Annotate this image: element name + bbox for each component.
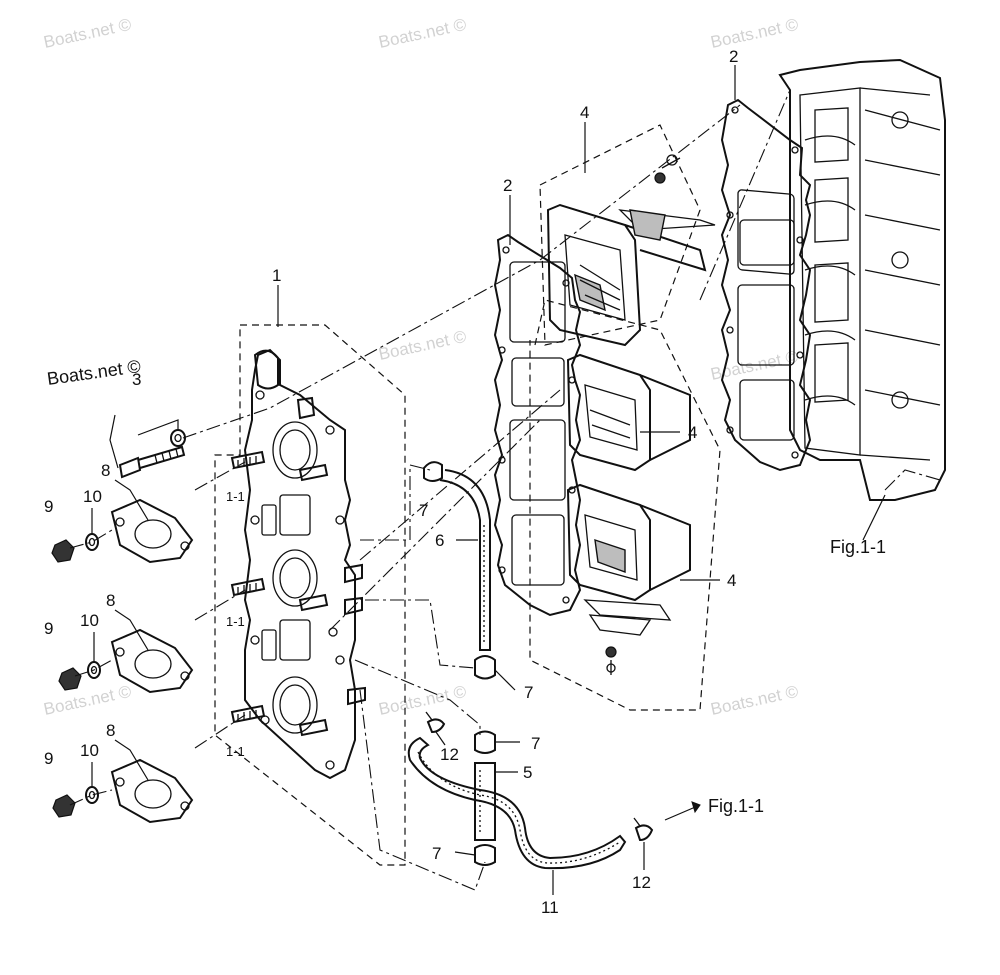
callout-6: 6 — [435, 531, 444, 550]
watermark-layer: Boats.net © Boats.net © Boats.net © Boat… — [42, 15, 801, 719]
leader-lines — [69, 65, 886, 895]
callout-7-fitting-top: 7 — [531, 734, 540, 753]
figure-ref-hose: Fig.1-1 — [708, 796, 764, 816]
flange-set-bottom — [52, 758, 194, 824]
callout-8-bottom: 8 — [106, 721, 115, 740]
flange-set-top — [51, 498, 194, 564]
callout-10-middle: 10 — [80, 611, 99, 630]
callout-8-middle: 8 — [106, 591, 115, 610]
callout-2-middle: 2 — [503, 176, 512, 195]
callout-2-right: 2 — [729, 47, 738, 66]
callout-4-middle: 4 — [688, 423, 697, 442]
callout-4-bottom: 4 — [727, 571, 736, 590]
watermark-dark: Boats.net © — [46, 356, 142, 389]
clips-12 — [425, 711, 654, 842]
watermark: Boats.net © — [377, 15, 469, 52]
bolt-3 — [118, 419, 186, 479]
gasket-right — [720, 98, 812, 472]
watermark: Boats.net © — [377, 682, 469, 719]
hose-11 — [407, 736, 627, 870]
reed-valve-group — [529, 124, 721, 711]
watermark: Boats.net © — [42, 15, 134, 52]
callout-10-top: 10 — [83, 487, 102, 506]
callout-5: 5 — [523, 763, 532, 782]
intake-manifold — [214, 324, 406, 866]
callout-3: 3 — [132, 370, 141, 389]
watermark: Boats.net © — [42, 682, 134, 719]
callout-1-1-top: 1-1 — [226, 489, 245, 504]
callout-1-1-middle: 1-1 — [226, 614, 245, 629]
callout-4-top: 4 — [580, 103, 589, 122]
callout-9-top: 9 — [44, 497, 53, 516]
callout-8-top: 8 — [101, 461, 110, 480]
callout-labels: 1 2 2 3 4 4 4 5 6 7 7 7 7 8 8 8 9 9 9 10… — [44, 47, 886, 917]
callout-9-bottom: 9 — [44, 749, 53, 768]
callout-1: 1 — [272, 266, 281, 285]
callout-12-left: 12 — [440, 745, 459, 764]
callout-7-hose: 7 — [524, 683, 533, 702]
callout-11: 11 — [541, 898, 559, 917]
callout-10-bottom: 10 — [80, 741, 99, 760]
callout-1-1-bottom: 1-1 — [226, 744, 245, 759]
hose-6 — [423, 461, 496, 680]
figure-ref-engine: Fig.1-1 — [830, 537, 886, 557]
watermark: Boats.net © — [377, 327, 469, 364]
callout-7-fitting-bottom: 7 — [432, 844, 441, 863]
callout-9-middle: 9 — [44, 619, 53, 638]
gasket-middle — [493, 233, 582, 617]
callout-7-top: 7 — [419, 501, 428, 520]
callout-12-right: 12 — [632, 873, 651, 892]
fitting-5 — [474, 730, 496, 866]
watermark: Boats.net © — [709, 15, 801, 52]
watermark: Boats.net © — [709, 682, 801, 719]
flange-set-middle — [58, 628, 194, 694]
engine-block — [778, 58, 946, 501]
